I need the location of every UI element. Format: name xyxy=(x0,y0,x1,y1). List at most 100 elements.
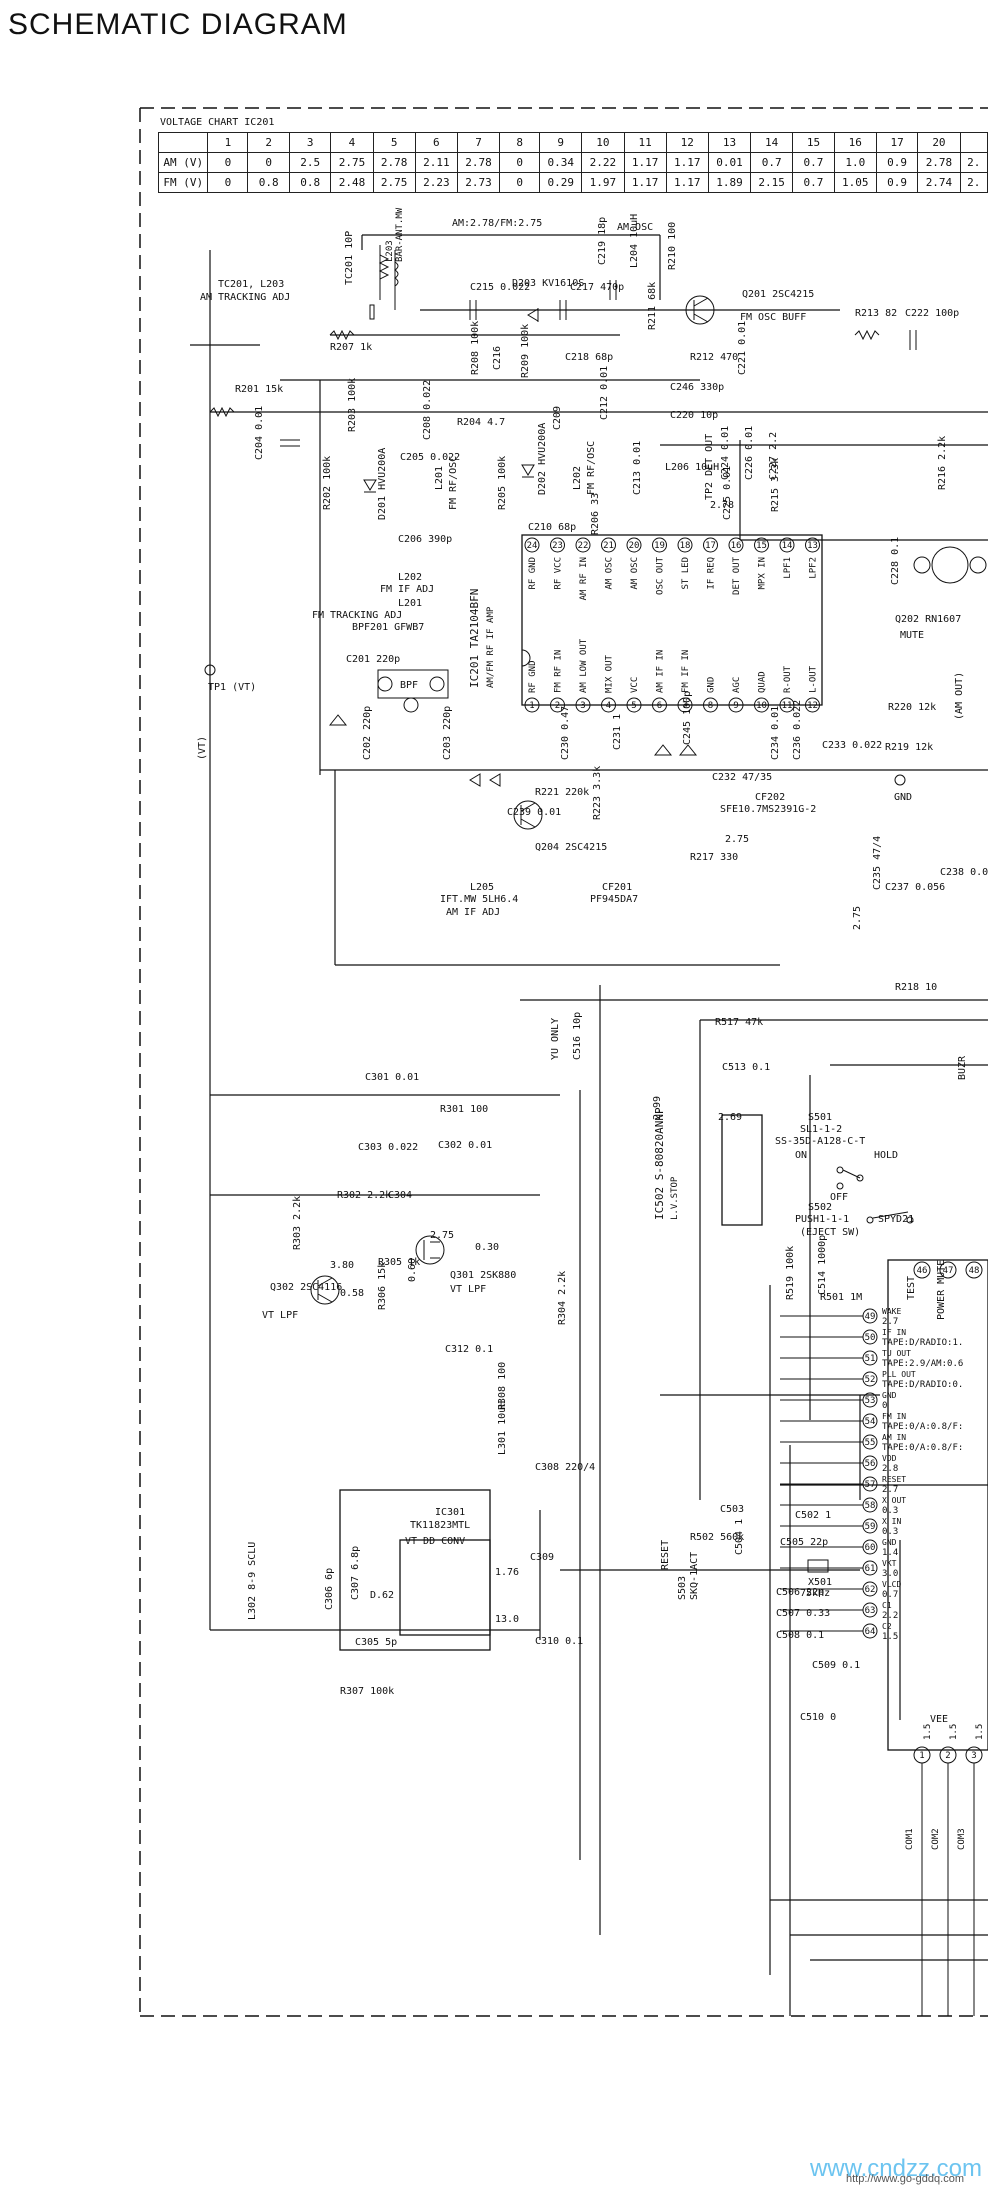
mcu-pin-text: TAPE:0/A:0.8/F: xyxy=(882,1422,963,1432)
mcu-pin-text: 51 xyxy=(865,1354,876,1364)
label-r502: R502 560k xyxy=(690,1532,744,1543)
ic201-pin-name: AM LOW OUT xyxy=(579,638,589,693)
label-off: OFF xyxy=(830,1192,848,1203)
label-c307: C307 6.8p xyxy=(350,1546,361,1600)
label-r203: R203 100k xyxy=(347,378,358,432)
cell: 2. xyxy=(959,152,988,173)
label-r209: R209 100k xyxy=(520,324,531,378)
label-am_tracking_adj: AM TRACKING ADJ xyxy=(200,292,290,303)
q202-transistor xyxy=(913,546,987,584)
label-fm_tracking_adj: FM TRACKING ADJ xyxy=(312,610,402,621)
mcu-pin-text: C2 xyxy=(882,1622,892,1631)
label-ic301: IC301 xyxy=(435,1507,465,1518)
mcu-pin-text: TAPE:D/RADIO:0. xyxy=(882,1380,963,1390)
mcu-pin-text: 0.7 xyxy=(882,1590,898,1600)
cell: 1.05 xyxy=(833,172,877,193)
ic201-pin-number: 6 xyxy=(657,701,662,711)
mcu-top-pin-number: 48 xyxy=(969,1266,980,1276)
cell: 0.7 xyxy=(792,172,835,193)
mcu-pin-text: 1.5 xyxy=(882,1632,898,1642)
watermark: www.cndzz.com xyxy=(809,2155,982,2182)
label-v269: 2.69 xyxy=(718,1112,742,1123)
cell: 0.7 xyxy=(792,152,835,173)
label-r305: R305 1k xyxy=(378,1257,420,1268)
label-d201: D201 HVU200A xyxy=(377,448,388,520)
ic201-pin-name: AGC xyxy=(732,677,742,693)
ic201-pin xyxy=(601,537,616,553)
cell: 0.9 xyxy=(875,172,919,193)
label-c236: C236 0.022 xyxy=(792,700,803,760)
mcu-pin-text: 0.3 xyxy=(882,1506,898,1516)
label-v130: 13.0 xyxy=(495,1614,519,1625)
label-d062: D.62 xyxy=(370,1590,394,1601)
mcu-pin-text: 58 xyxy=(865,1501,876,1511)
ic201-pin xyxy=(754,697,769,713)
label-c507: C507 0.33 xyxy=(776,1608,830,1619)
mcu-pin-text: GND xyxy=(882,1538,897,1547)
label-c227: C227 2.2 xyxy=(768,432,779,480)
label-c502: C502 1 xyxy=(795,1510,831,1521)
label-l206: L206 10uH xyxy=(665,462,719,473)
cell: 2.75 xyxy=(372,172,416,193)
ic201-pin xyxy=(601,697,616,713)
mcu-pin-text: 60 xyxy=(865,1543,876,1553)
label-r308: R308 100 xyxy=(497,1362,508,1410)
mcu-pin-text: 2.8 xyxy=(882,1464,898,1474)
label-r215: R215 3.3k xyxy=(770,458,781,512)
q201-transistor xyxy=(685,295,715,325)
label-l203_val: BAR-ANT.MW xyxy=(395,207,405,262)
ic201-pin-name: MPX IN xyxy=(758,557,768,590)
bpf201 xyxy=(377,669,449,713)
ic201-pin-name: FM RF IN xyxy=(554,650,564,693)
am-antenna xyxy=(369,245,399,320)
cell: 0.29 xyxy=(539,172,583,193)
com-pin-text: 3 xyxy=(971,1751,976,1761)
label-fm_osc_buff: FM OSC BUFF xyxy=(740,312,806,323)
label-s503_val: SKQ-1ACT xyxy=(689,1552,700,1600)
label-cf202_val: SFE10.7MS2391G-2 xyxy=(720,804,816,815)
label-v299: 2.99 xyxy=(652,1096,663,1120)
mcu-pin-text: 54 xyxy=(865,1417,876,1427)
mcu-top-pin xyxy=(913,1261,931,1279)
mcu-pin-text: FM IN xyxy=(882,1412,906,1421)
voltage-chart-table: 1 2 3 4 5 6 7 8 9 10 11 12 13 14 15 16 1… xyxy=(157,132,988,193)
mcu-top-pin-number: 46 xyxy=(917,1266,928,1276)
label-c505: C505 22p xyxy=(780,1537,828,1548)
supply-rail xyxy=(190,234,988,775)
ic201-pin-name: DET OUT xyxy=(732,556,742,595)
label-r201: R201 15k xyxy=(235,384,283,395)
voltage-row-am: AM (V) 0 0 2.5 2.75 2.78 2.11 2.78 0 0.3… xyxy=(157,152,988,173)
ic201-pin xyxy=(626,697,642,713)
ic201-pin xyxy=(677,537,693,553)
label-l301: L301 10uH xyxy=(497,1401,508,1455)
label-r206: R206 33 xyxy=(590,493,601,535)
label-vt_lpf2: VT LPF xyxy=(450,1284,486,1295)
mcu-pin-text: VLCD xyxy=(882,1580,901,1589)
mcu-pin-text: C1 xyxy=(882,1601,892,1610)
ic201-pin xyxy=(805,697,820,713)
label-r303: R303 2.2k xyxy=(292,1196,303,1250)
mcu-pin-text: 2.2 xyxy=(882,1611,898,1621)
mcu-pin-text: 49 xyxy=(865,1312,876,1322)
label-c508: C508 0.1 xyxy=(776,1630,824,1641)
ic201-pin-name: AM OSC xyxy=(630,557,640,590)
ic201-pin-number: 23 xyxy=(552,541,563,551)
label-c303: C303 0.022 xyxy=(358,1142,418,1153)
label-tp1: TP1 (VT) xyxy=(208,682,256,693)
ic201-pin xyxy=(550,697,565,713)
ic201-pin xyxy=(779,697,795,713)
ic201-pin-number: 19 xyxy=(654,541,665,551)
q302-transistor xyxy=(310,1275,340,1305)
label-c209: C209 xyxy=(552,406,563,430)
mcu-pin-text: VKT xyxy=(882,1559,897,1568)
label-yu_only: YU ONLY xyxy=(550,1018,561,1060)
label-c206: C206 390p xyxy=(398,534,452,545)
label-v380: 3.80 xyxy=(330,1260,354,1271)
ic301-body xyxy=(339,1489,491,1651)
label-c514: C514 1000p xyxy=(817,1235,828,1295)
label-l203: L203 xyxy=(385,240,395,262)
ic201-pin xyxy=(805,537,820,553)
ic201-pin-name: FM IF IN xyxy=(681,650,691,693)
